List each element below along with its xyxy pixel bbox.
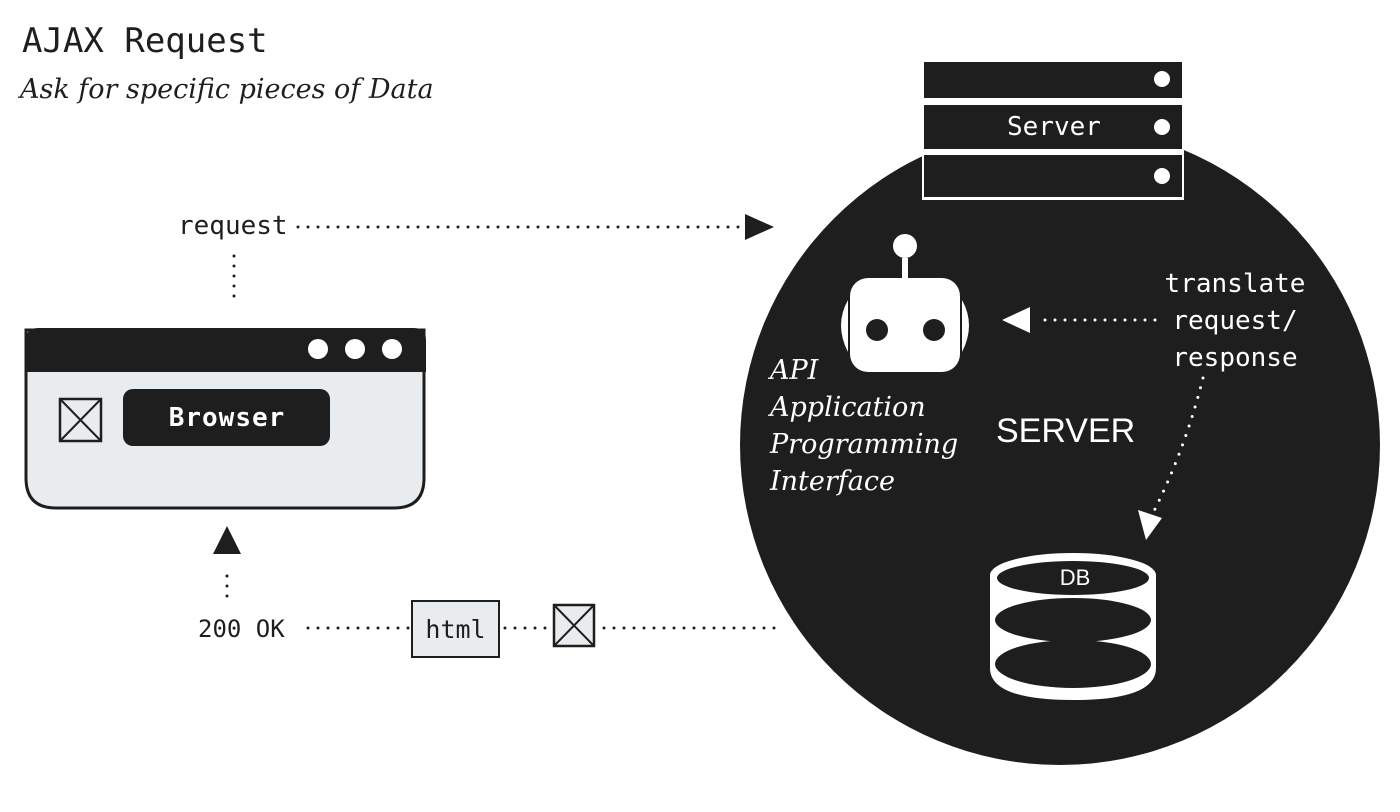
request-label: request [178, 211, 288, 241]
server-label: SERVER [996, 412, 1136, 450]
window-dots-icon [308, 339, 402, 359]
robot-icon [841, 234, 969, 372]
database-icon [990, 553, 1156, 700]
api-line: API [770, 355, 819, 386]
browser-window [24, 328, 426, 510]
api-line: Programming [770, 429, 959, 460]
page-subtitle: Ask for specific pieces of Data [20, 74, 434, 105]
translate-arrow-to-api [1002, 307, 1157, 333]
image-placeholder-icon [58, 397, 103, 443]
request-arrow [232, 214, 774, 308]
api-label: API Application Programming Interface [770, 352, 958, 500]
ok-status-label: 200 OK [198, 615, 285, 643]
db-label: DB [1059, 565, 1091, 590]
api-line: Application [770, 392, 926, 423]
server-rack-label: Server [1007, 112, 1101, 142]
translate-line: translate [1164, 269, 1306, 299]
translate-label: translate request/ response [1150, 266, 1320, 377]
html-label: html [425, 614, 486, 644]
html-box [411, 600, 500, 658]
browser-label: Browser [168, 402, 286, 433]
translate-line: response [1172, 343, 1298, 373]
translate-arrow-to-db [1138, 376, 1205, 540]
response-arrow [213, 526, 776, 630]
image-placeholder-icon [552, 603, 596, 648]
page-title: AJAX Request [22, 21, 268, 61]
server-rack-icon [922, 60, 1184, 200]
translate-line: request/ [1172, 306, 1298, 336]
api-line: Interface [770, 466, 895, 497]
